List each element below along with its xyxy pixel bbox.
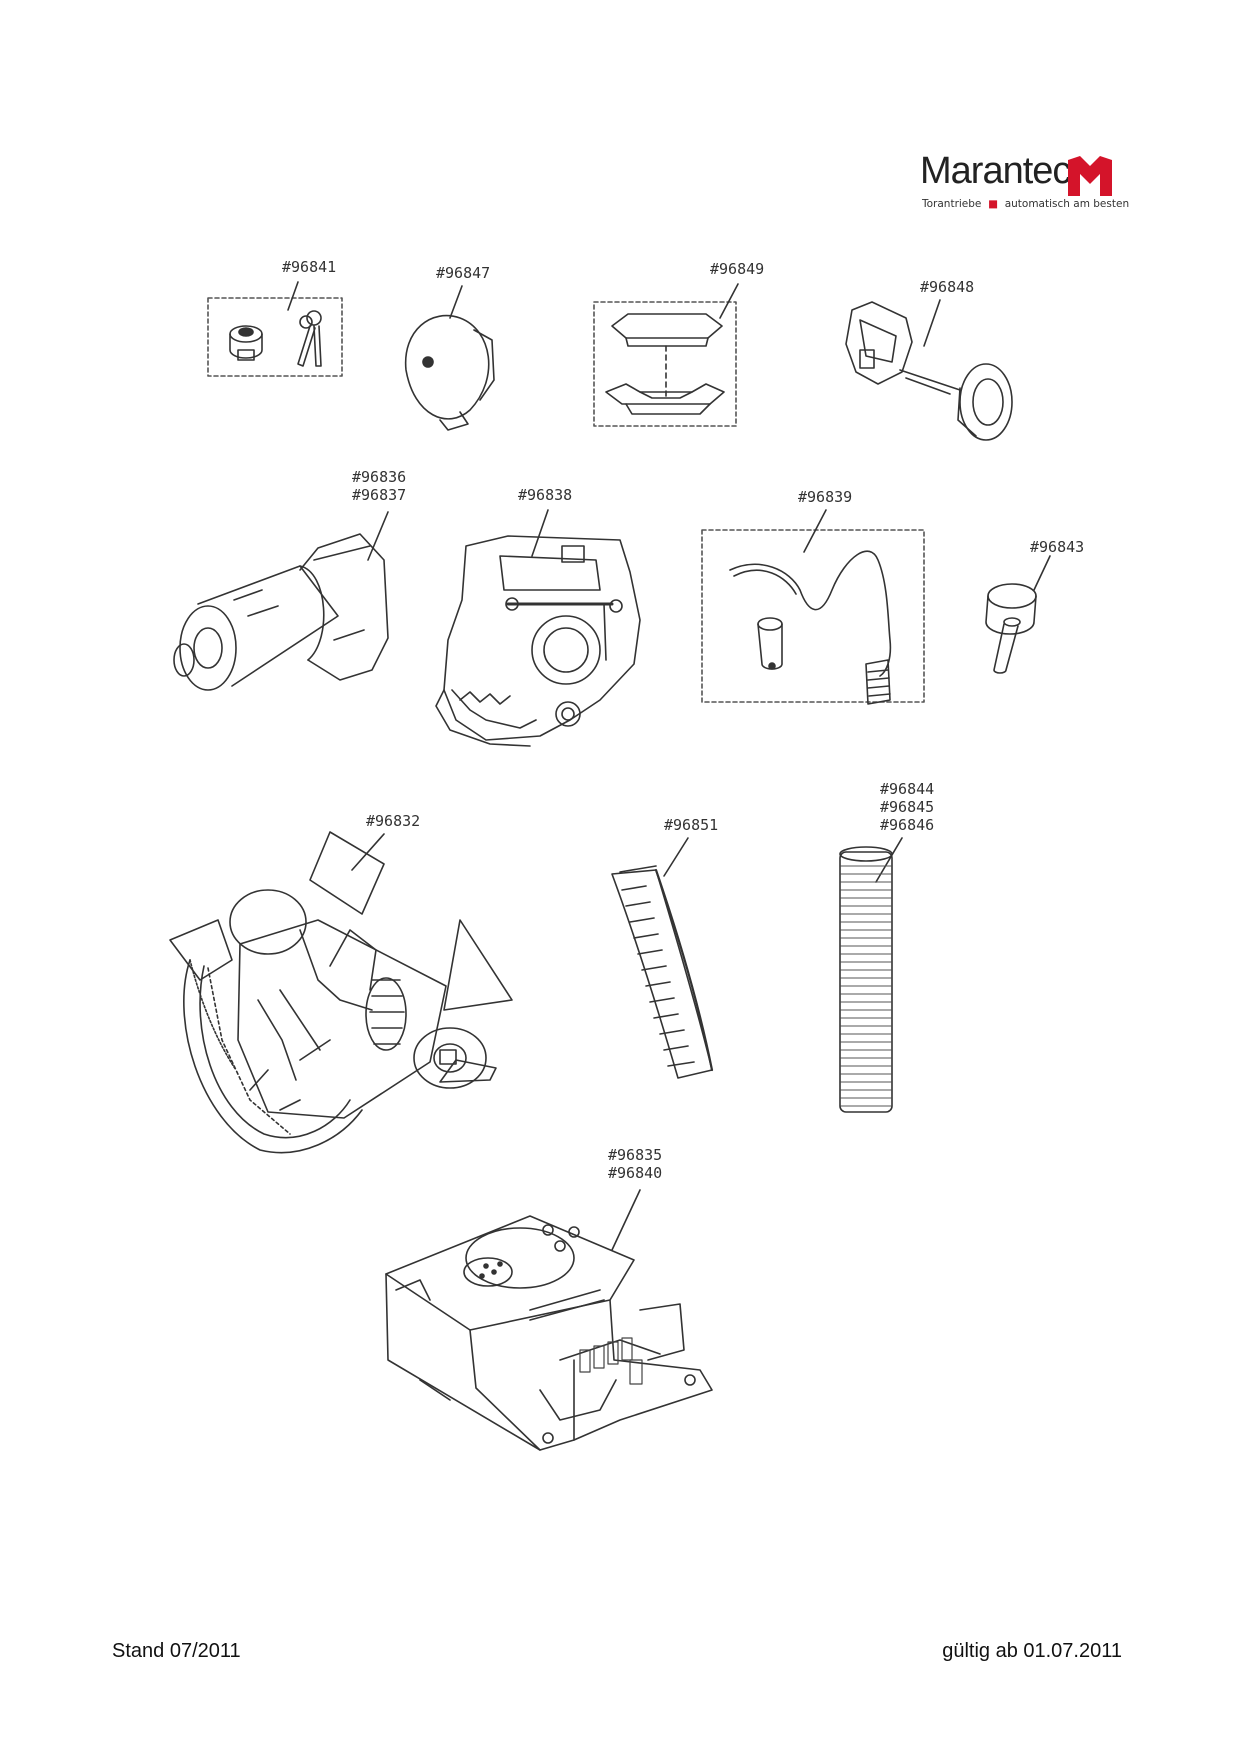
part-label-96847: #96847: [436, 264, 491, 282]
lock-cylinder-keys-illustration: [207, 281, 343, 377]
part-label-96843: #96843: [1030, 538, 1085, 556]
round-cover-illustration: [404, 285, 495, 431]
part-label-96835-96840: #96835 #96840: [608, 1146, 663, 1182]
part-label-96832: #96832: [366, 812, 421, 830]
toothed-rack-illustration: [611, 837, 714, 1079]
drive-gear-unit-illustration: [169, 831, 513, 1154]
roller-illustration: [985, 555, 1051, 674]
brand-tagline: Torantriebe ■ automatisch am besten: [922, 198, 1130, 210]
cover-caps-illustration: [593, 283, 739, 427]
sensor-cable-illustration: [701, 509, 925, 705]
part-label-96844-96846: #96844 #96845 #96846: [880, 780, 935, 834]
part-label-96848: #96848: [920, 278, 975, 296]
brand-logo: Marantec Torantriebe ■ automatisch am be…: [920, 150, 1129, 212]
gear-housing-illustration: [435, 509, 641, 747]
control-unit-illustration: [385, 1189, 713, 1451]
brand-name: Marantec: [920, 150, 1071, 192]
footer-valid-from: gültig ab 01.07.2011: [942, 1640, 1122, 1662]
part-label-96838: #96838: [518, 486, 573, 504]
brand-mark-icon: [1068, 156, 1112, 196]
spiral-cable-illustration: [839, 837, 903, 1113]
footer-stand: Stand 07/2011: [112, 1640, 241, 1662]
part-label-96851: #96851: [664, 816, 719, 834]
release-handle-illustration: [845, 299, 1013, 441]
part-label-96849: #96849: [710, 260, 765, 278]
part-label-96836-96837: #96836 #96837: [352, 468, 407, 504]
part-label-96841: #96841: [282, 258, 337, 276]
motor-illustration: [173, 511, 389, 691]
part-label-96839: #96839: [798, 488, 853, 506]
